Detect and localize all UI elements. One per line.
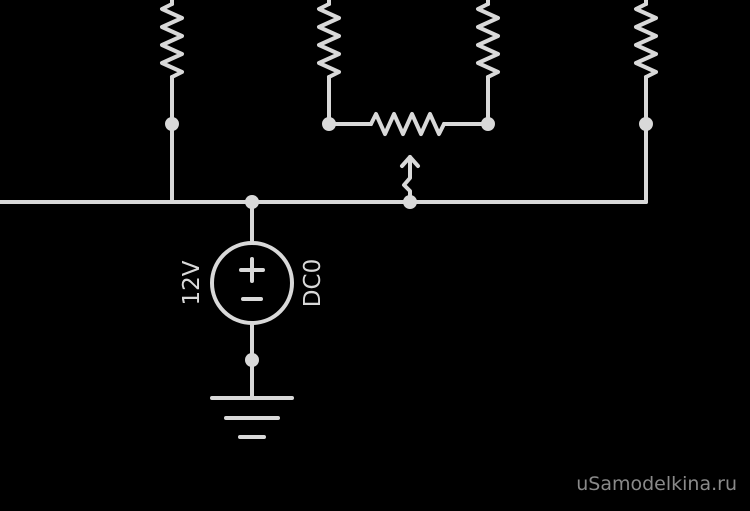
source-bottom-node	[245, 353, 259, 367]
potentiometer-icon	[369, 112, 446, 136]
resistor-1-node	[165, 117, 179, 131]
resistor-3[interactable]	[476, 0, 500, 131]
dc-voltage-source[interactable]: 12V DC0	[179, 195, 326, 400]
resistor-4[interactable]	[634, 0, 658, 204]
potentiometer[interactable]	[327, 112, 490, 209]
resistor-icon	[634, 2, 658, 79]
resistor-icon	[317, 2, 341, 79]
resistor-icon	[160, 2, 184, 79]
resistor-4-node	[639, 117, 653, 131]
potentiometer-wiper-wire	[402, 155, 412, 204]
ground-icon	[210, 396, 294, 439]
resistor-icon	[476, 2, 500, 79]
plus-sign	[239, 257, 265, 283]
resistor-2[interactable]	[317, 0, 341, 131]
wiper-bus-node	[403, 195, 417, 209]
source-name-label: DC0	[300, 259, 326, 307]
site-watermark: uSamodelkina.ru	[576, 473, 737, 495]
source-voltage-label: 12V	[179, 260, 205, 305]
resistor-1[interactable]	[160, 0, 184, 204]
